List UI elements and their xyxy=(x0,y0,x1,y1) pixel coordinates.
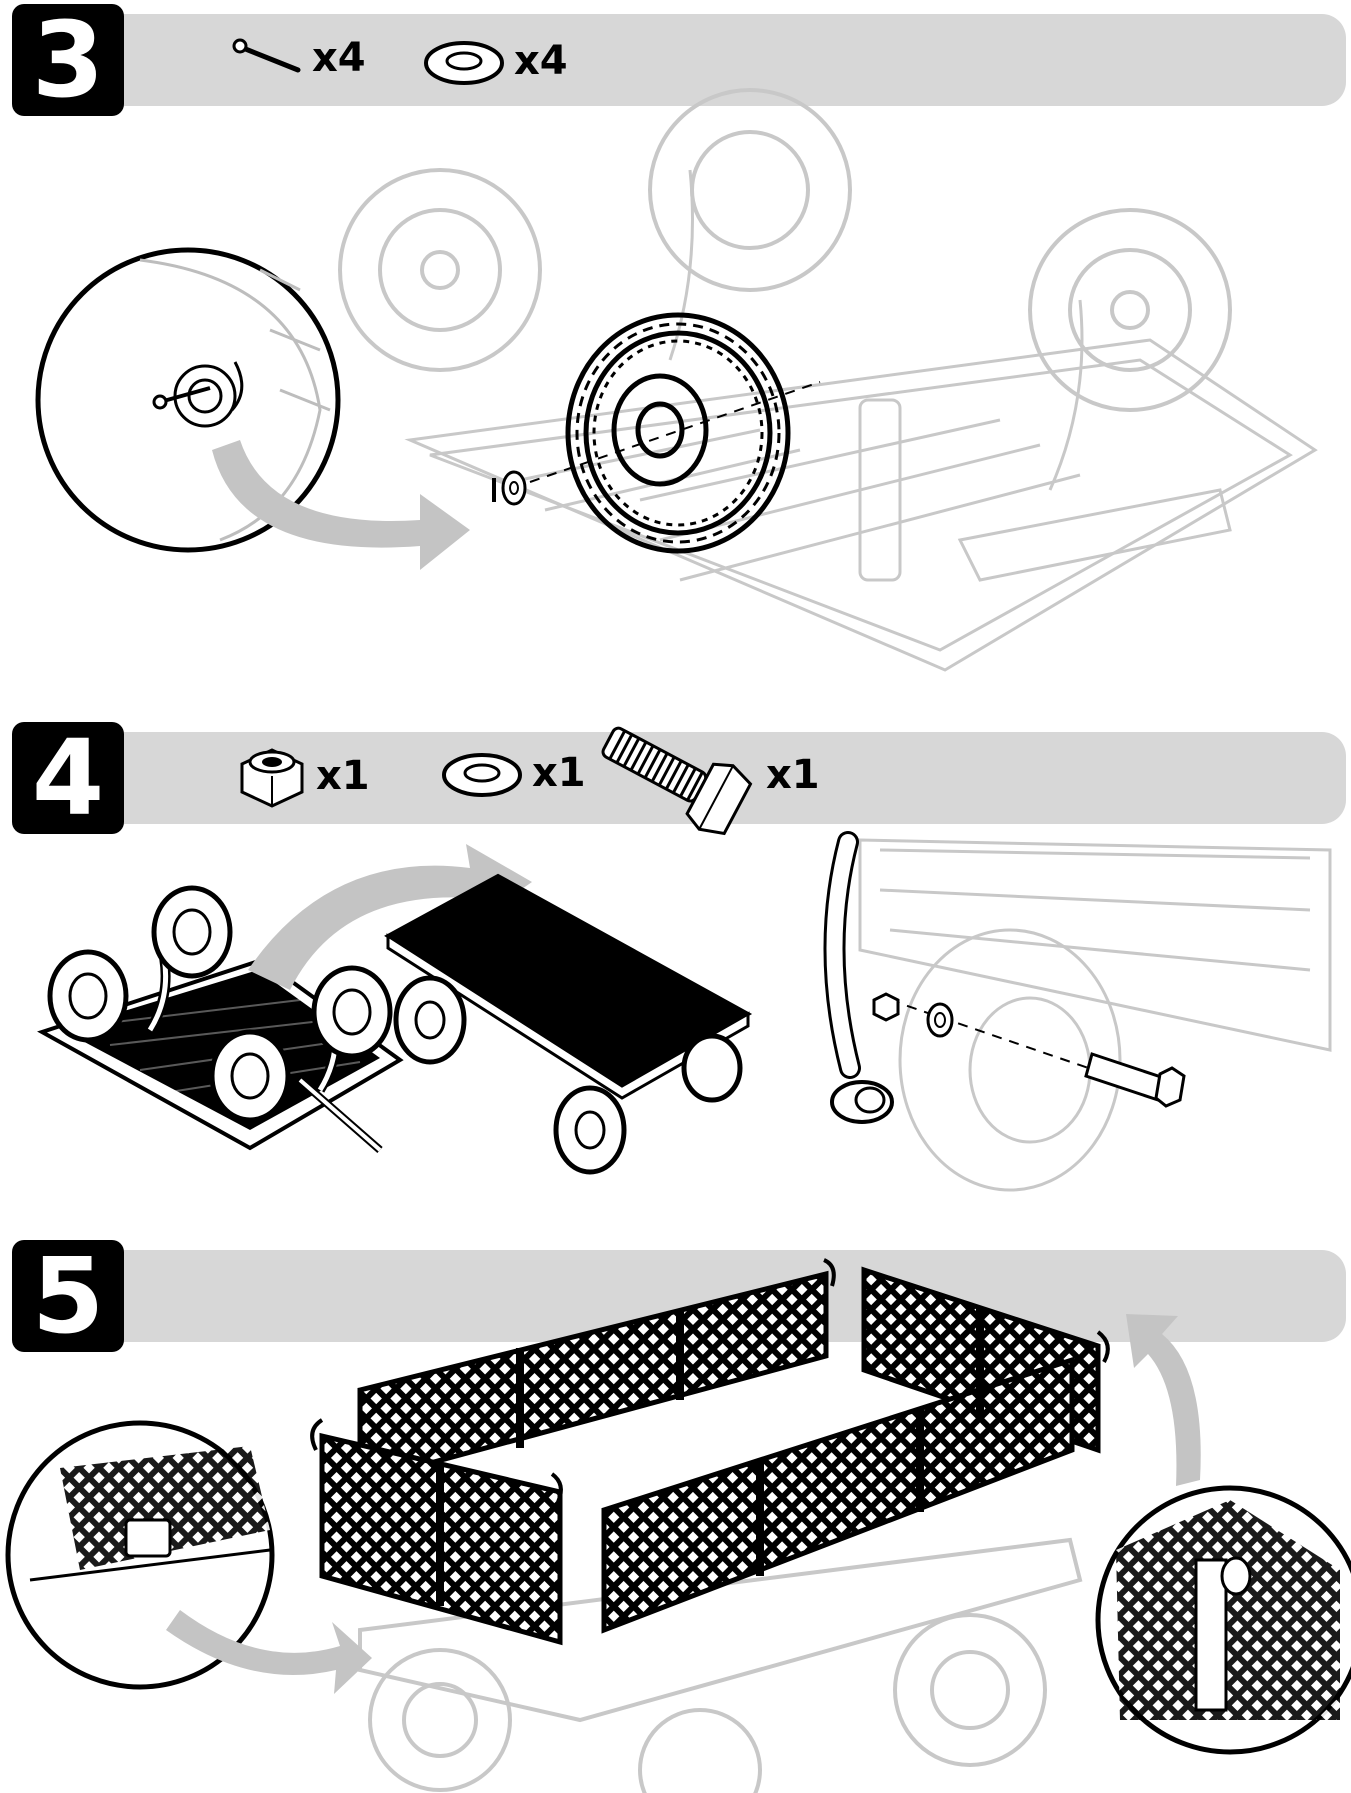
step-5-illustration xyxy=(5,1258,1351,1793)
washer-icon xyxy=(424,41,504,85)
step-3-cotter-pin-qty: x4 xyxy=(312,35,366,81)
step-4-number: 4 xyxy=(12,722,124,834)
step-3-washer-qty: x4 xyxy=(514,38,568,84)
handle-pivot-detail xyxy=(823,831,1332,1192)
step-4-part-lock-nut: x1 xyxy=(236,742,370,810)
lock-nut-icon xyxy=(240,748,304,808)
step-3-part-washer: x4 xyxy=(422,36,568,86)
cart-upright xyxy=(384,873,753,1175)
washer-icon xyxy=(442,753,522,797)
hex-bolt-icon xyxy=(601,726,753,836)
cotter-pin-icon xyxy=(232,38,301,73)
step-3-illustration xyxy=(35,88,1318,672)
step-4-part-washer: x1 xyxy=(440,748,586,798)
cart-upside-down xyxy=(37,885,404,1154)
step-3-part-cotter-pin: x4 xyxy=(232,38,366,78)
step-3-number: 3 xyxy=(12,4,124,116)
step-4-washer-qty: x1 xyxy=(532,750,586,796)
step-4-hex-bolt-qty: x1 xyxy=(766,752,820,798)
step-5-number: 5 xyxy=(12,1240,124,1352)
step-4-part-hex-bolt: x1 xyxy=(596,712,820,838)
step-4-lock-nut-qty: x1 xyxy=(316,753,370,799)
step-4-illustration xyxy=(37,831,1332,1192)
